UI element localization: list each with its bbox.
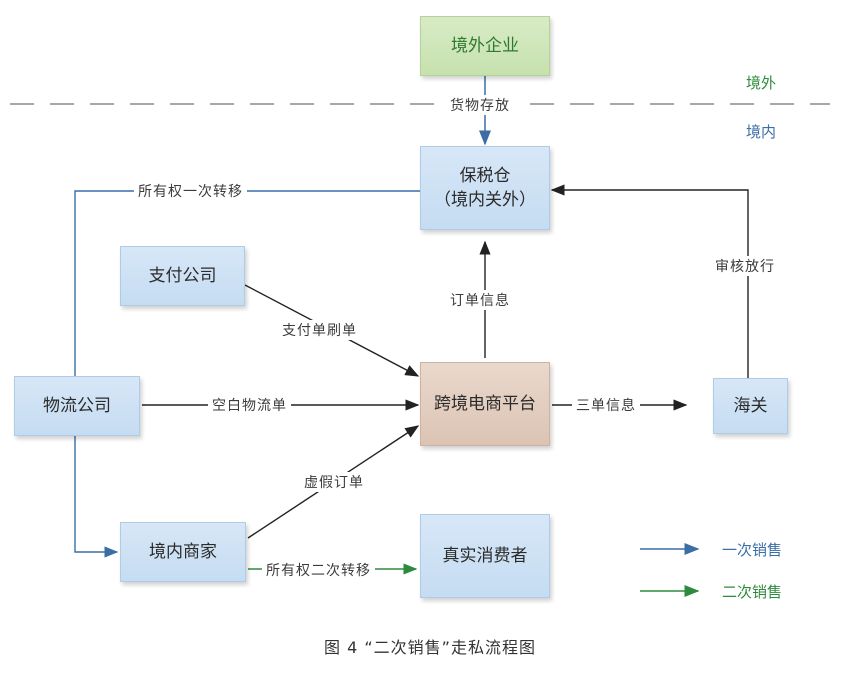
node-domestic-merchant-label: 境内商家: [149, 542, 217, 562]
node-bonded-warehouse: 保税仓 （境内关外）: [420, 146, 550, 230]
node-platform-label: 跨境电商平台: [434, 394, 536, 414]
edge-label-fake-order: 虚假订单: [300, 472, 368, 492]
arrow-logistics-to-merchant: [74, 436, 119, 558]
edge-label-ownership-second: 所有权二次转移: [262, 560, 375, 580]
node-foreign-enterprise: 境外企业: [420, 16, 550, 76]
node-payment-company: 支付公司: [120, 246, 245, 306]
edge-label-ownership-first: 所有权一次转移: [134, 181, 247, 201]
line-ownership-first: [74, 190, 420, 376]
node-payment-company-label: 支付公司: [148, 266, 217, 286]
edge-label-blank-waybill: 空白物流单: [208, 395, 291, 415]
node-logistics-company-label: 物流公司: [43, 396, 111, 416]
legend-first-sale-label: 一次销售: [722, 541, 783, 559]
zone-domestic-label: 境内: [746, 123, 777, 141]
figure-caption: 图 4 “二次销售”走私流程图: [324, 638, 536, 657]
node-customs: 海关: [713, 378, 788, 434]
node-real-consumer-label: 真实消费者: [442, 546, 528, 566]
node-bonded-warehouse-line2: （境内关外）: [434, 190, 536, 210]
legend-second-sale-label: 二次销售: [722, 583, 783, 601]
edge-label-order-info: 订单信息: [446, 290, 514, 310]
edge-label-payment-fake: 支付单刷单: [278, 320, 361, 340]
node-bonded-warehouse-line1: 保税仓: [459, 166, 511, 186]
node-platform: 跨境电商平台: [420, 362, 550, 446]
edge-label-goods-storage: 货物存放: [446, 95, 514, 115]
node-real-consumer: 真实消费者: [420, 514, 550, 598]
edge-label-three-docs: 三单信息: [572, 395, 640, 415]
node-domestic-merchant: 境内商家: [120, 522, 246, 582]
node-customs-label: 海关: [733, 396, 768, 416]
node-logistics-company: 物流公司: [14, 376, 140, 436]
edge-label-review-release: 审核放行: [711, 256, 779, 276]
arrow-review-release: [550, 184, 749, 378]
zone-overseas-label: 境外: [746, 74, 777, 92]
node-foreign-enterprise-label: 境外企业: [451, 36, 519, 56]
